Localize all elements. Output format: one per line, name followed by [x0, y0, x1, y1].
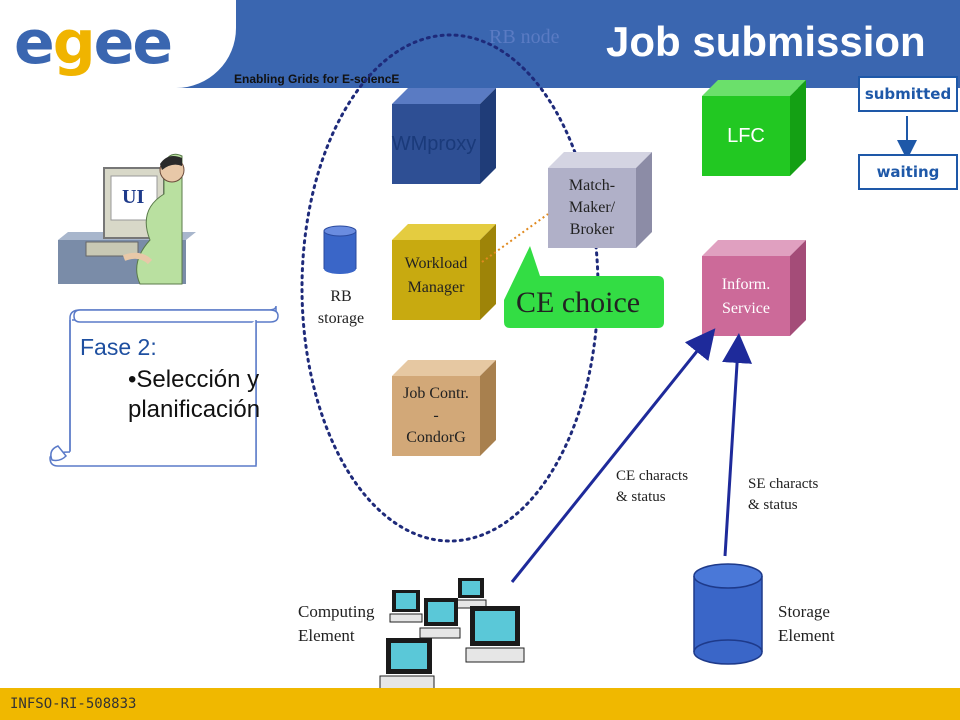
- storage-element-label: Storage Element: [778, 602, 835, 645]
- matchmaker-label: Match- Maker/ Broker: [568, 177, 616, 238]
- ui-user-illustration: [58, 153, 196, 285]
- footer-id: INFSO-RI-508833: [10, 696, 137, 712]
- logo-area: [0, 0, 236, 88]
- job-controller-label: Job Contr. - CondorG: [403, 385, 469, 446]
- information-service-box: [702, 240, 806, 336]
- se-characts-label: SE characts & status: [748, 476, 819, 513]
- matchmaker-box: [548, 152, 652, 248]
- slide-title: Job submission: [606, 18, 926, 65]
- ce-to-info-arrow: [510, 328, 716, 583]
- wm-matchmaker-link: [481, 213, 549, 263]
- ui-label: UI: [122, 186, 145, 208]
- se-to-info-arrow: [722, 333, 753, 557]
- rb-storage-label: RB storage: [317, 288, 365, 327]
- ce-characts-label: CE characts & status: [616, 468, 689, 505]
- storage-element-cylinder: [693, 563, 763, 665]
- status-waiting: waiting: [858, 154, 958, 190]
- workload-manager-label: Workload Manager: [404, 255, 468, 296]
- workload-manager-box: [392, 224, 496, 320]
- phase-heading: Fase 2:: [80, 334, 157, 360]
- phase-note: Fase 2: •Selección y planificación: [80, 334, 260, 425]
- footer-bar: [0, 688, 960, 720]
- tagline: Enabling Grids for E-sciencE: [234, 72, 400, 86]
- rb-storage-cylinder: [323, 225, 357, 274]
- wmproxy-box: [392, 88, 496, 184]
- egee-logo: egee: [14, 8, 173, 78]
- job-controller-box: [392, 360, 496, 456]
- lfc-box: [702, 80, 806, 176]
- information-service-label: Inform. Service: [721, 276, 771, 317]
- rb-node-label: RB node: [489, 26, 560, 48]
- lfc-label: LFC: [727, 124, 765, 147]
- computing-element-label: Computing Element: [298, 602, 375, 645]
- wmproxy-label: WMproxy: [391, 132, 477, 155]
- status-submitted: submitted: [858, 76, 958, 112]
- scroll-note: [49, 305, 279, 467]
- computing-element-cluster: [379, 578, 525, 691]
- phase-bullet: •Selección y planificación: [128, 366, 261, 423]
- ce-choice-label: CE choice: [516, 286, 641, 319]
- ce-choice-bubble: [504, 246, 664, 328]
